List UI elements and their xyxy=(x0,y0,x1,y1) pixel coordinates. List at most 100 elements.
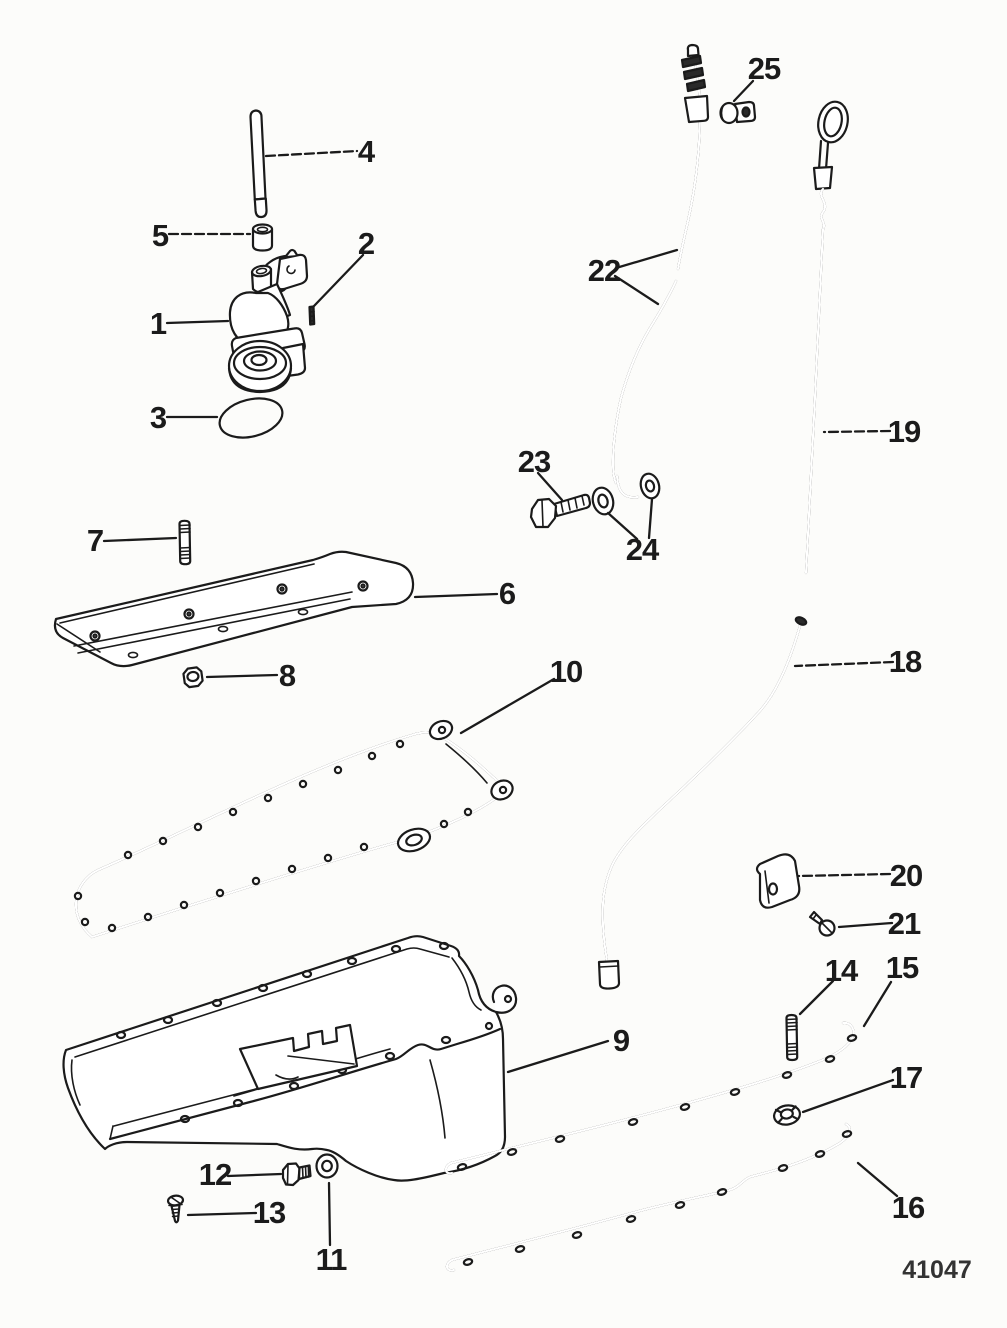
callout-23: 23 xyxy=(518,444,564,502)
leader-line xyxy=(793,660,895,668)
part-stud-rear xyxy=(785,1013,799,1062)
leader-line xyxy=(797,872,892,878)
leader-line xyxy=(536,471,564,502)
callout-number: 8 xyxy=(279,658,296,693)
part-hose-clamp xyxy=(719,100,757,125)
callout-number: 22 xyxy=(588,253,620,288)
callout-layer: 1 2 3 4 5 6 7 8 xyxy=(87,51,926,1277)
callout-3: 3 xyxy=(150,400,219,435)
callout-number: 7 xyxy=(87,523,103,558)
leader-line xyxy=(264,149,359,158)
leader-line xyxy=(862,980,893,1028)
callout-number: 17 xyxy=(890,1060,922,1095)
part-nut-baffle xyxy=(182,666,204,689)
part-pin xyxy=(308,305,316,326)
part-dipstick-tube-upper xyxy=(611,43,710,485)
callout-number: 16 xyxy=(892,1190,925,1225)
leader-line xyxy=(459,677,556,735)
leader-line xyxy=(613,248,679,306)
callout-13: 13 xyxy=(186,1195,287,1230)
leader-line xyxy=(732,79,755,103)
figure-number: 41047 xyxy=(902,1256,972,1284)
part-oil-baffle-plate xyxy=(53,550,415,668)
callout-21: 21 xyxy=(837,906,922,941)
part-side-rail-gasket-lower xyxy=(445,1122,853,1272)
part-elbow-and-washers xyxy=(591,472,661,516)
gasket-bolt-holes xyxy=(73,725,508,933)
callout-5: 5 xyxy=(152,218,252,253)
callout-22: 22 xyxy=(588,248,679,306)
part-oil-pickup-screen xyxy=(218,397,284,439)
callout-6: 6 xyxy=(413,576,517,611)
callout-number: 11 xyxy=(316,1242,348,1277)
callout-8: 8 xyxy=(205,658,297,693)
callout-number: 3 xyxy=(150,400,167,435)
callout-25: 25 xyxy=(732,51,782,103)
callout-12: 12 xyxy=(199,1157,283,1192)
diagram-artwork xyxy=(53,43,858,1272)
leader-line xyxy=(798,979,835,1016)
part-oil-pan xyxy=(62,935,518,1182)
callout-number: 4 xyxy=(358,134,376,169)
leader-line xyxy=(186,1211,258,1217)
callout-number: 18 xyxy=(889,644,922,679)
leader-line xyxy=(102,536,178,543)
callout-number: 20 xyxy=(890,858,922,893)
callout-11: 11 xyxy=(316,1181,348,1277)
leader-line xyxy=(205,673,279,679)
callout-16: 16 xyxy=(856,1161,926,1225)
callout-7: 7 xyxy=(87,523,178,558)
part-stud-front xyxy=(178,519,192,566)
callout-4: 4 xyxy=(264,134,377,169)
leader-line xyxy=(312,253,365,308)
callout-24: 24 xyxy=(606,497,661,567)
part-nut-rear xyxy=(772,1104,802,1126)
callout-17: 17 xyxy=(801,1060,923,1114)
part-oil-pan-gasket xyxy=(73,719,514,939)
callout-10: 10 xyxy=(459,654,583,735)
leader-line xyxy=(837,921,894,929)
callout-number: 15 xyxy=(886,950,919,985)
leader-line xyxy=(327,1181,332,1247)
callout-number: 9 xyxy=(613,1023,630,1058)
leader-line xyxy=(413,592,499,599)
callout-number: 14 xyxy=(825,953,859,988)
callout-number: 23 xyxy=(518,444,551,479)
callout-number: 1 xyxy=(150,306,167,341)
callout-number: 10 xyxy=(550,654,582,689)
pan-flange-holes xyxy=(115,941,452,1124)
callout-2: 2 xyxy=(312,226,375,308)
leader-line xyxy=(506,1039,610,1074)
leader-line xyxy=(856,1161,899,1198)
part-clamp-screw xyxy=(808,910,836,937)
part-oil-pump-assembly xyxy=(227,248,309,394)
part-side-rail-gasket-upper xyxy=(444,1021,858,1175)
rail-upper-holes xyxy=(456,1034,858,1171)
callout-1: 1 xyxy=(150,306,230,341)
part-drain-plug xyxy=(281,1162,312,1187)
callout-number: 19 xyxy=(888,414,921,449)
leader-line xyxy=(801,1078,895,1114)
callout-number: 6 xyxy=(499,576,516,611)
callout-number: 24 xyxy=(626,532,660,567)
leader-line xyxy=(606,497,654,541)
rail-lower-holes xyxy=(462,1130,853,1266)
part-tube-clamp xyxy=(755,853,801,909)
callout-number: 12 xyxy=(199,1157,231,1192)
callout-number: 5 xyxy=(152,218,169,253)
part-screw-front xyxy=(166,1194,185,1224)
callout-9: 9 xyxy=(506,1023,631,1074)
callout-19: 19 xyxy=(822,414,922,449)
part-dipstick xyxy=(804,100,849,575)
callout-number: 13 xyxy=(253,1195,286,1230)
part-pump-drive-shaft xyxy=(249,109,268,219)
callout-number: 25 xyxy=(748,51,781,86)
callout-14: 14 xyxy=(798,953,860,1016)
callout-15: 15 xyxy=(862,950,920,1028)
callout-20: 20 xyxy=(797,858,923,893)
part-washer-drain xyxy=(315,1153,339,1179)
leader-line xyxy=(165,319,230,325)
part-dipstick-tube-lower xyxy=(597,616,808,990)
